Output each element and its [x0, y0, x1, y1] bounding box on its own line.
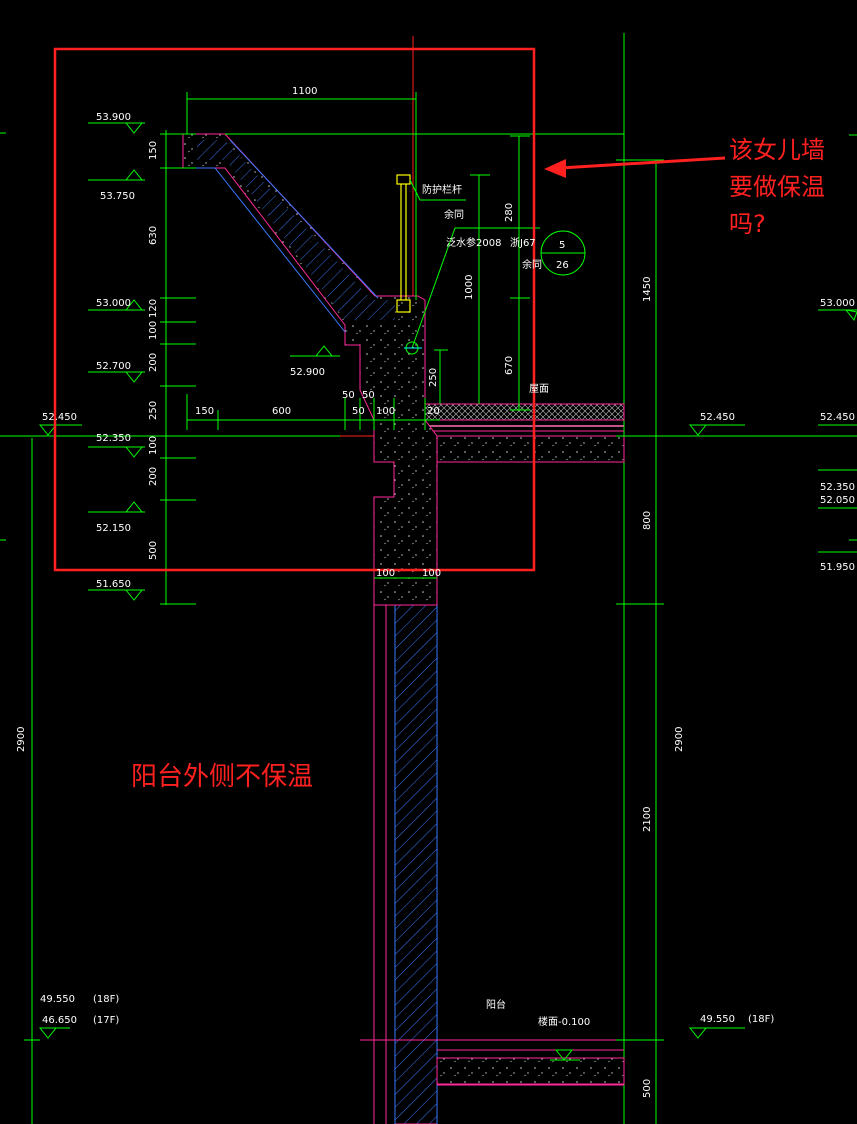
elev-53900: 53.900 [96, 112, 131, 123]
dim-120: 120 [148, 299, 159, 318]
dim-250: 250 [428, 368, 439, 387]
callout-bottom-label: 26 [556, 260, 569, 271]
balcony-note: 阳台外侧不保温 [131, 762, 313, 792]
elev-52900: 52.900 [290, 367, 325, 378]
dim-1000: 1000 [464, 275, 475, 300]
dim-150-h: 150 [195, 406, 214, 417]
dim-50-c: 50 [352, 406, 365, 417]
waterproof-ref-label: 浙J67 [510, 237, 536, 249]
dim-150-v: 150 [148, 141, 159, 160]
callout-top-label: 5 [559, 240, 565, 251]
elev-53000: 53.000 [96, 298, 131, 309]
dim-100-c: 100 [376, 568, 395, 579]
elev-51650: 51.650 [96, 579, 131, 590]
dim-630: 630 [148, 226, 159, 245]
question-text-line1: 该女儿墙 [729, 136, 825, 164]
floor-18f-left: (18F) [93, 994, 119, 1005]
roof-insulation [424, 403, 625, 421]
dim-50-b: 50 [362, 390, 375, 401]
railing-top-rail [396, 174, 411, 185]
elev-52350: 52.350 [96, 433, 131, 444]
elev-52450b-right: 52.450 [820, 412, 855, 423]
dim-50-a: 50 [342, 390, 355, 401]
railing-label: 防护栏杆 [422, 183, 462, 196]
dim-2900-left: 2900 [16, 727, 27, 752]
elev-46650: 46.650 [42, 1015, 77, 1026]
dim-600: 600 [272, 406, 291, 417]
dim-500-b: 500 [642, 1079, 653, 1098]
dimension-lines [24, 92, 664, 1041]
cornice-hatch [197, 140, 395, 320]
red-arrow-icon [544, 156, 726, 178]
dim-200-b: 200 [148, 467, 159, 486]
floor-slab [436, 1057, 625, 1085]
dim-500-a: 500 [148, 541, 159, 560]
dim-2900-right: 2900 [674, 727, 685, 752]
elev-49550-left: 49.550 [40, 994, 75, 1005]
elev-51950-right: 51.950 [820, 562, 855, 573]
elev-49550-right: 49.550 [700, 1014, 735, 1025]
waterproof-label: 泛水参2008 [446, 236, 501, 249]
elevation-triangle-icon [38, 122, 857, 1061]
roof-label: 屋面 [529, 383, 549, 395]
dim-1100: 1100 [292, 86, 317, 97]
dim-20: 20 [427, 406, 440, 417]
floor-17f-left: (17F) [93, 1015, 119, 1026]
exterior-wall [394, 604, 438, 1124]
elev-53000-right: 53.000 [820, 298, 855, 309]
elev-52050-right: 52.050 [820, 495, 855, 506]
dim-200-a: 200 [148, 353, 159, 372]
elev-52450: 52.450 [42, 412, 77, 423]
dim-670: 670 [504, 356, 515, 375]
dim-100-h: 100 [376, 406, 395, 417]
elev-52150: 52.150 [96, 523, 131, 534]
elev-52450-right: 52.450 [700, 412, 735, 423]
leaders [404, 179, 586, 355]
dim-280: 280 [504, 203, 515, 222]
dim-100-b: 100 [148, 436, 159, 455]
wall-section [182, 133, 625, 1124]
dim-100-d: 100 [422, 568, 441, 579]
balcony-label: 阳台 [486, 998, 506, 1011]
dim-2100: 2100 [642, 807, 653, 832]
elev-53750: 53.750 [100, 191, 135, 202]
railing-ref-label: 余同 [444, 208, 464, 221]
dim-800: 800 [642, 511, 653, 530]
question-text-line2: 要做保温 [729, 173, 825, 201]
roof-slab [425, 435, 625, 463]
dim-250-v: 250 [148, 401, 159, 420]
floor-18f-right: (18F) [748, 1014, 774, 1025]
dim-100-a: 100 [148, 321, 159, 340]
floor-label: 楼面-0.100 [538, 1015, 590, 1028]
waterproof-ref2-label: 余同 [522, 258, 542, 271]
railing [396, 174, 411, 313]
question-text-line3: 吗? [729, 210, 766, 238]
highlight-box [53, 47, 536, 572]
elev-52350-right: 52.350 [820, 482, 855, 493]
elev-52700: 52.700 [96, 361, 131, 372]
dim-1450: 1450 [642, 277, 653, 302]
